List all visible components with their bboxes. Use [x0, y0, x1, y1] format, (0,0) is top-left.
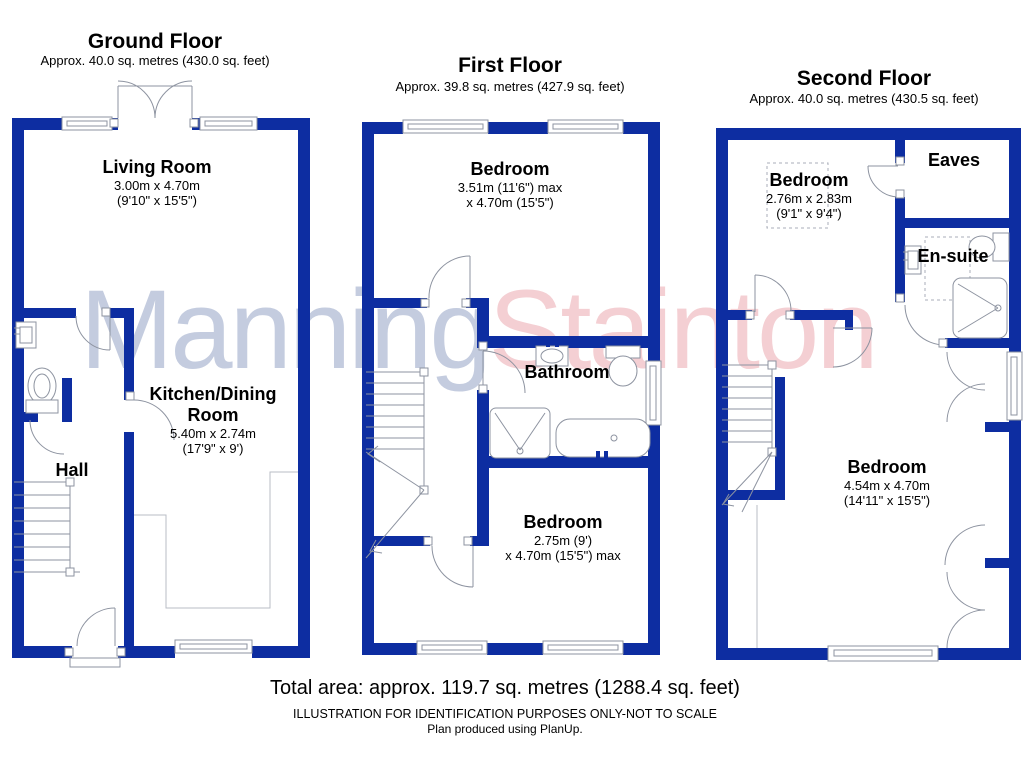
ground-floor-area: Approx. 40.0 sq. metres (430.0 sq. feet)	[40, 53, 270, 68]
door-arc	[428, 255, 471, 299]
room-label-hall: Hall	[55, 460, 89, 480]
sink-icon	[14, 321, 37, 349]
second-floor-title: Second Floor	[796, 67, 932, 90]
door-arc	[29, 419, 65, 455]
window	[199, 116, 258, 131]
french-doors	[117, 80, 193, 119]
second-floor-plan	[716, 128, 1023, 662]
watermark: ManningStainton	[80, 274, 879, 386]
first-floor-title: First Floor	[458, 54, 562, 77]
room-label-ensuite: En-suite	[917, 246, 989, 266]
window	[827, 645, 939, 662]
toilet-icon	[968, 232, 1010, 262]
total-area-text: Total area: approx. 119.7 sq. metres (12…	[270, 677, 740, 699]
first-floor-area: Approx. 39.8 sq. metres (427.9 sq. feet)	[395, 79, 625, 94]
room-label-bedroom-front: Bedroom 2.76m x 2.83m (9'1" x 9'4")	[766, 170, 852, 221]
door-arc	[133, 399, 175, 441]
walls	[12, 118, 310, 658]
door-arc	[832, 327, 873, 368]
window	[61, 116, 113, 131]
shower-icon	[489, 407, 551, 459]
door-jambs	[64, 118, 199, 657]
door-arc	[431, 545, 474, 588]
window	[174, 639, 253, 654]
window	[645, 360, 662, 426]
door-arc	[867, 165, 899, 198]
bathtub-icon	[555, 418, 651, 458]
restricted-headroom-outline	[766, 162, 829, 229]
door-arc	[904, 304, 946, 346]
sink-icon	[903, 245, 922, 275]
room-label-eaves: Eaves	[927, 150, 981, 170]
room-label-bedroom-back: Bedroom 2.75m (9') x 4.70m (15'5") max	[505, 512, 621, 563]
room-label-living-room: Living Room 3.00m x 4.70m (9'10" x 15'5"…	[102, 157, 212, 208]
ground-floor-title: Ground Floor	[87, 30, 223, 53]
window	[547, 119, 624, 134]
door-arc	[754, 274, 792, 313]
stairs	[721, 360, 777, 513]
room-label-bathroom: Bathroom	[524, 362, 610, 382]
window	[416, 640, 488, 655]
ground-floor-plan	[12, 80, 310, 668]
shower-icon	[952, 277, 1008, 339]
door-arc	[482, 350, 526, 394]
window	[1006, 351, 1023, 421]
window	[402, 119, 489, 134]
window	[542, 640, 624, 655]
produced-by-text: Plan produced using PlanUp.	[427, 722, 583, 736]
room-label-bedroom-main: Bedroom 4.54m x 4.70m (14'11" x 15'5")	[843, 457, 931, 508]
toilet-icon	[605, 345, 641, 387]
front-door	[69, 607, 121, 668]
door-arc	[75, 315, 111, 351]
first-floor-plan	[362, 119, 662, 655]
watermark-left: Manning	[80, 267, 492, 392]
closet-door-arcs	[944, 351, 986, 649]
furniture-outline	[134, 471, 298, 609]
door-jambs	[420, 298, 488, 546]
room-label-kitchen-dining: Kitchen/Dining Room 5.40m x 2.74m (17'9"…	[149, 384, 277, 456]
stairs	[14, 477, 80, 577]
room-label-bedroom-front: Bedroom 3.51m (11'6") max x 4.70m (15'5"…	[457, 159, 563, 210]
sink-icon	[535, 341, 569, 367]
toilet-icon	[25, 367, 59, 414]
stairs	[365, 367, 429, 559]
disclaimer-text: ILLUSTRATION FOR IDENTIFICATION PURPOSES…	[293, 707, 717, 721]
door-jambs	[745, 156, 948, 348]
second-floor-area: Approx. 40.0 sq. metres (430.5 sq. feet)	[749, 91, 979, 106]
walls	[362, 122, 660, 655]
watermark-right: Stainton	[488, 267, 879, 392]
